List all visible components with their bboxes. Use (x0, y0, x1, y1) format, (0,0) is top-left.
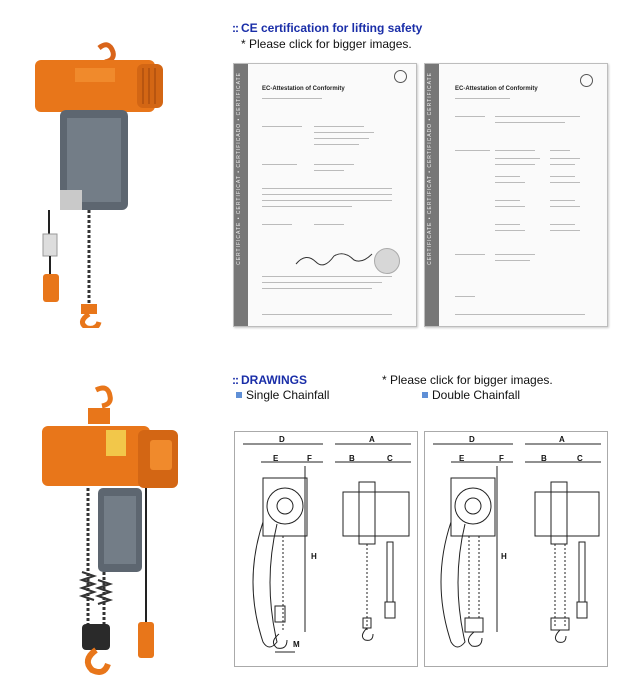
dim-label: F (307, 454, 312, 463)
dim-label: M (293, 640, 300, 649)
ce-certificate-right[interactable]: CERTIFICATE • CERTIFICAT • CERTIFICADO •… (424, 63, 608, 327)
drawing-double-chainfall[interactable]: D A E F B C H (424, 431, 608, 667)
drawing-single-chainfall[interactable]: D A E F B C H M (234, 431, 418, 667)
hoist-photo-double[interactable] (38, 384, 188, 692)
single-chainfall-label[interactable]: Single Chainfall (236, 388, 329, 402)
signature-icon (295, 253, 373, 266)
dim-label: E (273, 454, 279, 463)
drawings-heading: ::DRAWINGS (232, 373, 307, 387)
dim-label: A (369, 435, 375, 444)
dim-label: D (279, 435, 285, 444)
dim-label: H (311, 552, 317, 561)
dim-label: C (577, 454, 583, 463)
seal-icon (374, 248, 400, 274)
dim-label: B (349, 454, 355, 463)
certificate-band: CERTIFICATE • CERTIFICAT • CERTIFICADO •… (234, 64, 248, 326)
bullet-square-icon (422, 392, 428, 398)
certificate-band: CERTIFICATE • CERTIFICAT • CERTIFICADO •… (425, 64, 439, 326)
dim-label: E (459, 454, 465, 463)
certificate-title: EC-Attestation of Conformity (262, 86, 345, 92)
ce-click-note: * Please click for bigger images. (241, 37, 412, 51)
double-chainfall-label[interactable]: Double Chainfall (422, 388, 520, 402)
hoist-photo-single[interactable] (25, 38, 175, 328)
tuv-logo-icon (580, 74, 593, 87)
certificate-title: EC-Attestation of Conformity (455, 86, 538, 92)
tuv-logo-icon (394, 70, 407, 83)
dim-label: A (559, 435, 565, 444)
dim-label: D (469, 435, 475, 444)
ce-heading: ::CE certification for lifting safety (232, 21, 423, 35)
dim-label: B (541, 454, 547, 463)
heading-bullet: :: (232, 373, 239, 387)
drawings-click-note: * Please click for bigger images. (382, 373, 553, 387)
dim-label: F (499, 454, 504, 463)
dim-label: C (387, 454, 393, 463)
dim-label: H (501, 552, 507, 561)
ce-certificate-left[interactable]: CERTIFICATE • CERTIFICAT • CERTIFICADO •… (233, 63, 417, 327)
bullet-square-icon (236, 392, 242, 398)
single-chainfall-diagram (243, 443, 411, 653)
double-chainfall-diagram (433, 443, 601, 648)
heading-bullet: :: (232, 21, 239, 35)
